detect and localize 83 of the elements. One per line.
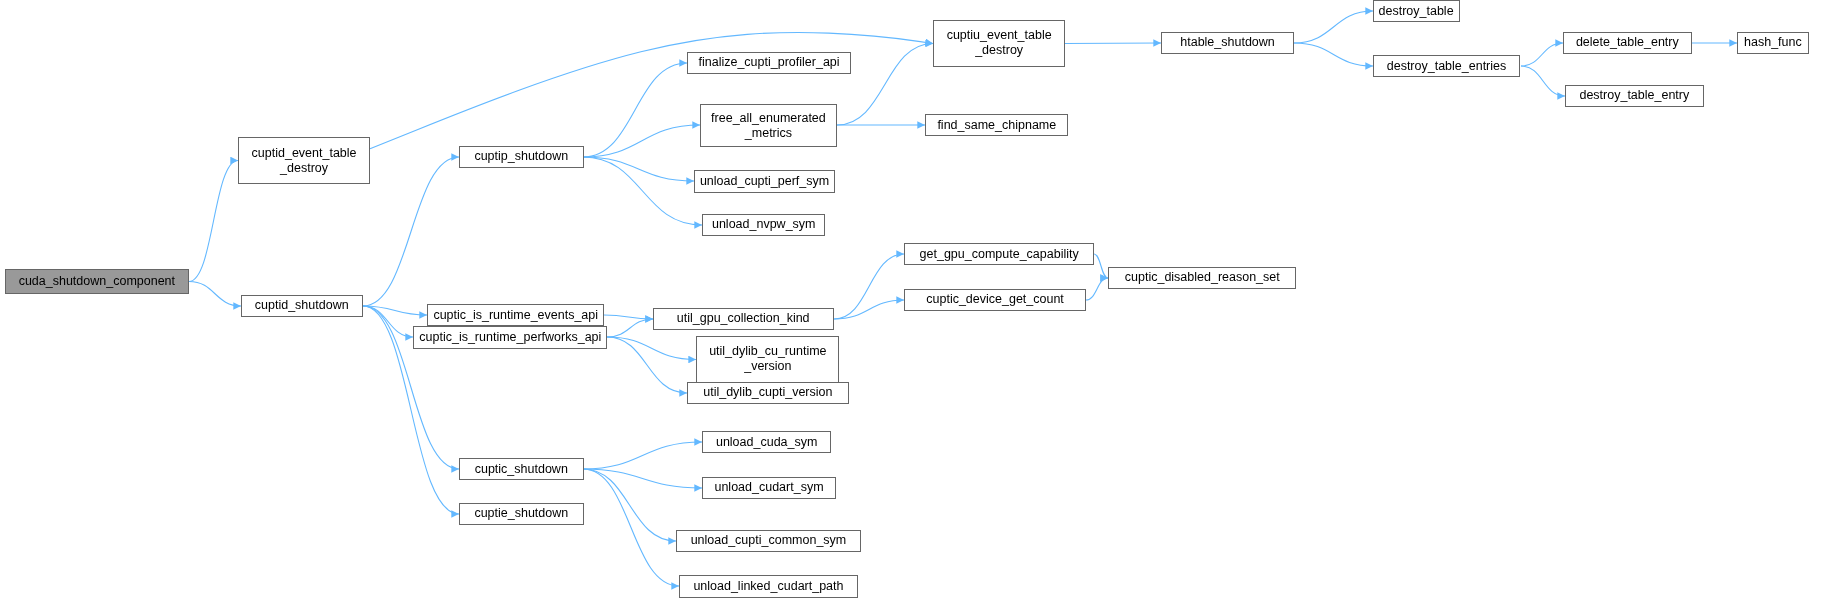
call-arrow [582, 121, 701, 158]
function-name: free_all_enumerated _metrics [710, 110, 827, 141]
call-arrow [1293, 42, 1374, 70]
function-box [904, 243, 1095, 266]
function-box [1108, 266, 1297, 289]
call-arrow [362, 155, 460, 307]
function-box [459, 457, 584, 481]
function-box [702, 213, 826, 236]
function-box [925, 113, 1069, 137]
function-box [413, 326, 608, 349]
function-box [686, 381, 849, 404]
function-box [693, 170, 836, 193]
function-name: destroy_table [1378, 3, 1454, 19]
call-arrow [582, 156, 695, 185]
function-name: unload_nvpw_sym [711, 217, 816, 233]
call-arrow [1520, 65, 1566, 99]
function-box [699, 104, 838, 147]
call-arrow [606, 315, 654, 338]
function-name: finalize_cupti_profiler_api [698, 55, 840, 71]
call-arrow [188, 159, 239, 283]
function-box [427, 304, 605, 327]
function-box [459, 145, 584, 168]
function-name: cuptic_shutdown [474, 461, 568, 477]
call-arrow [1520, 39, 1564, 67]
function-box [240, 294, 363, 317]
call-arrow [1293, 7, 1374, 44]
call-arrow [188, 280, 242, 310]
function-name: cuptiu_event_table _destroy [945, 28, 1053, 59]
function-box [676, 529, 861, 552]
function-name: cuptip_shutdown [474, 149, 569, 165]
function-box [1372, 0, 1460, 23]
function-name: cuptid_event_table _destroy [250, 145, 358, 176]
function-box [933, 19, 1065, 67]
call-arrow [369, 31, 934, 150]
function-name: unload_cupti_perf_sym [699, 173, 830, 189]
function-name: cuda_shutdown_component [18, 273, 176, 289]
call-arrow [606, 336, 688, 396]
function-name: util_dylib_cupti_version [703, 385, 833, 401]
function-box [652, 307, 834, 330]
call-arrow [1064, 39, 1162, 47]
function-box [702, 430, 832, 454]
function-box [238, 137, 370, 185]
function-name: cuptie_shutdown [474, 506, 569, 522]
function-box [696, 335, 840, 383]
function-name: cuptic_disabled_reason_set [1124, 270, 1280, 286]
function-name: unload_cudart_sym [714, 480, 824, 496]
function-name: find_same_chipname [937, 117, 1057, 133]
call-arrow [1691, 39, 1738, 47]
function-box [1565, 84, 1704, 107]
function-name: delete_table_entry [1575, 35, 1679, 51]
call-arrow [606, 336, 697, 363]
call-arrow [833, 296, 905, 320]
function-box [1562, 31, 1692, 54]
function-box [678, 575, 859, 598]
function-name: unload_linked_cudart_path [693, 578, 844, 594]
function-name: cuptid_shutdown [254, 298, 349, 314]
call-arrow [1093, 253, 1109, 280]
call-arrow [582, 468, 703, 492]
function-box [1161, 31, 1294, 54]
function-box [686, 51, 852, 74]
call-arrow [362, 305, 428, 319]
function-box [1372, 55, 1521, 78]
function-name: util_dylib_cu_runtime _version [708, 344, 828, 375]
function-box [1736, 31, 1810, 54]
call-arrow [582, 156, 703, 229]
call-arrow [836, 121, 926, 129]
function-box [4, 268, 189, 294]
function-box [459, 502, 584, 525]
function-name: htable_shutdown [1180, 35, 1275, 51]
function-name: unload_cupti_common_sym [690, 533, 847, 549]
function-name: destroy_table_entry [1579, 88, 1690, 104]
function-name: destroy_table_entries [1386, 58, 1507, 74]
function-name: cuptic_is_runtime_perfworks_api [419, 330, 602, 346]
function-box [904, 288, 1087, 312]
function-name: get_gpu_compute_capability [919, 246, 1079, 262]
function-name: unload_cuda_sym [715, 434, 818, 450]
call-arrow [1085, 275, 1109, 301]
call-arrow [582, 468, 680, 589]
function-name: cuptic_is_runtime_events_api [433, 307, 599, 323]
function-name: hash_func [1744, 35, 1802, 51]
function-name: util_gpu_collection_kind [676, 311, 810, 327]
function-box [702, 476, 836, 499]
function-name: cuptic_device_get_count [926, 292, 1064, 308]
